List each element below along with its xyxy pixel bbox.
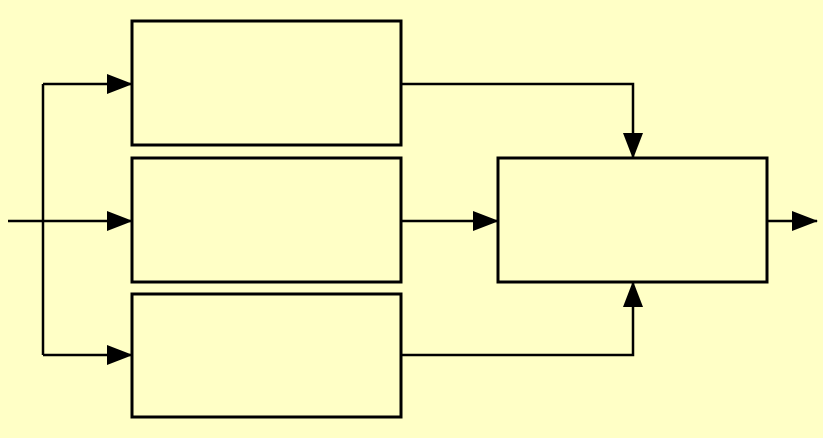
bottom-to-combiner-line (401, 281, 643, 357)
block-top (130, 19, 403, 147)
block-bottom (130, 292, 403, 419)
top-to-combiner-line (401, 82, 643, 159)
block-middle (130, 156, 403, 284)
block-combiner (496, 156, 769, 284)
